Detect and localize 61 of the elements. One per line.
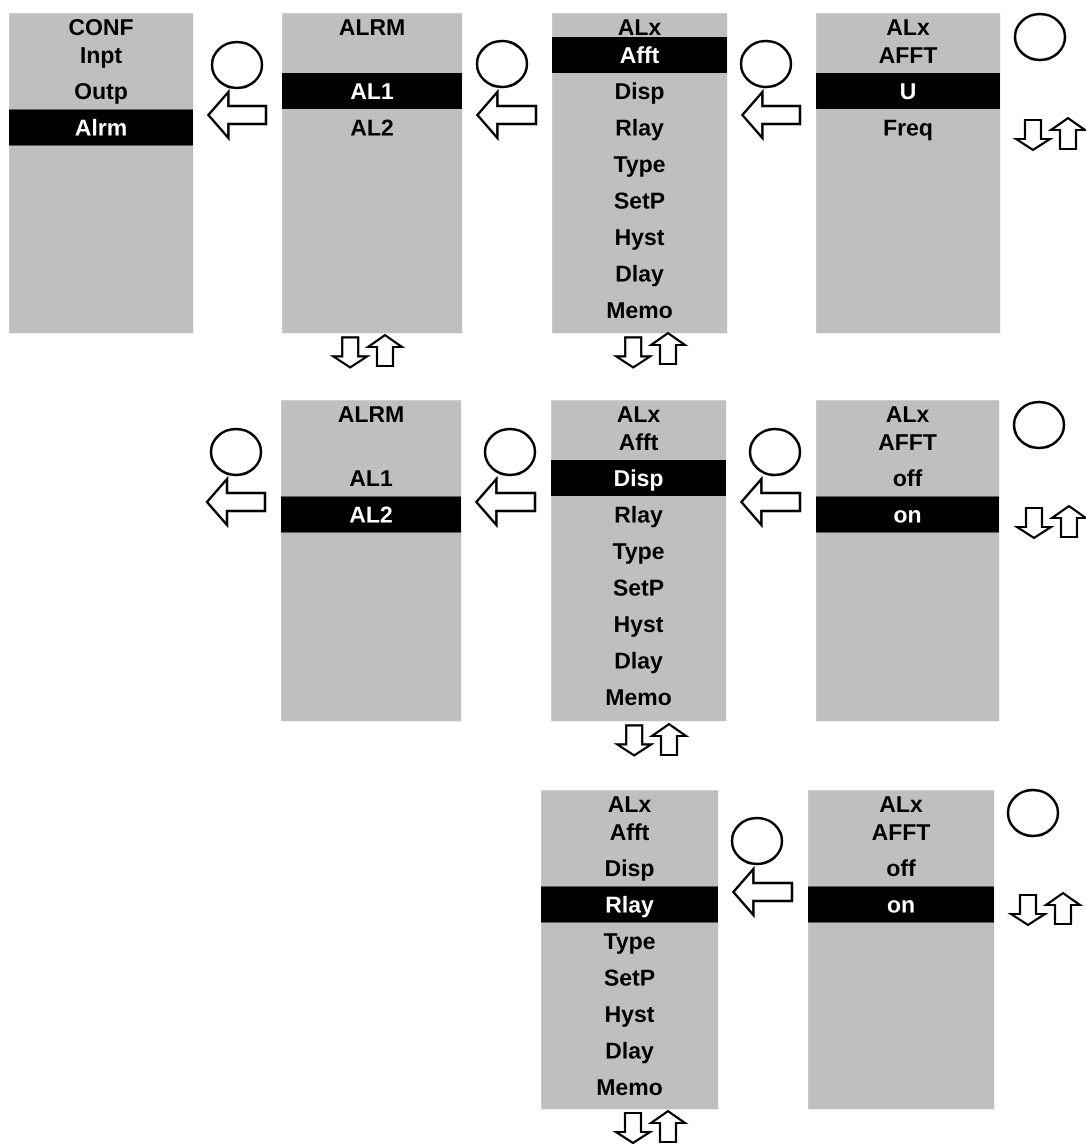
menu-item: CONF bbox=[69, 18, 133, 36]
highlighted-menu-item: Alrm bbox=[9, 109, 193, 146]
menu-item: off bbox=[887, 859, 916, 877]
highlighted-menu-item: Disp bbox=[551, 460, 726, 496]
menu-item: Rlay bbox=[615, 505, 663, 528]
menu-panel bbox=[282, 13, 463, 334]
menu-item: Inpt bbox=[81, 47, 122, 68]
menu-item: Type bbox=[613, 156, 665, 177]
highlighted-menu-item: U bbox=[816, 73, 1000, 109]
menu-item: Outp bbox=[75, 82, 127, 104]
menu-item: AFFT bbox=[878, 434, 937, 450]
highlighted-menu-item: on bbox=[816, 496, 999, 533]
menu-item: Rlay bbox=[616, 118, 664, 141]
highlighted-menu-item: AL2 bbox=[281, 496, 461, 533]
menu-item: ALx bbox=[886, 19, 930, 35]
highlighted-menu-item: Rlay bbox=[541, 886, 718, 923]
menu-panel bbox=[808, 790, 995, 1110]
menu-panel bbox=[816, 13, 1001, 334]
highlighted-menu-item: Afft bbox=[552, 37, 727, 73]
menu-item: Disp bbox=[606, 859, 654, 881]
menu-item: ALRM bbox=[338, 406, 403, 422]
menu-item: Dlay bbox=[606, 1041, 654, 1064]
menu-item: Afft bbox=[619, 433, 658, 451]
menu-item: ALx bbox=[617, 406, 661, 422]
menu-panel bbox=[541, 790, 719, 1110]
menu-item: Dlay bbox=[616, 264, 664, 287]
menu-panel bbox=[551, 400, 727, 722]
menu-panel bbox=[281, 400, 462, 722]
menu-item: Disp bbox=[616, 82, 664, 104]
menu-item: AL2 bbox=[350, 119, 393, 136]
menu-item: Dlay bbox=[615, 651, 663, 674]
menu-item: Type bbox=[603, 933, 655, 954]
menu-item: ALx bbox=[879, 796, 923, 812]
menu-item: Hyst bbox=[616, 229, 665, 250]
menu-item: Hyst bbox=[606, 1006, 655, 1027]
menu-item: Hyst bbox=[615, 616, 664, 637]
menu-item: ALRM bbox=[339, 19, 404, 35]
arrow bbox=[613, 724, 655, 757]
menu-item: off bbox=[893, 469, 923, 487]
menu-panel bbox=[816, 400, 1000, 722]
menu-item: Type bbox=[612, 543, 664, 564]
arrow bbox=[612, 336, 654, 369]
menu-item: SetP bbox=[613, 579, 664, 596]
menu-item: AFFT bbox=[872, 824, 931, 840]
arrow bbox=[329, 336, 371, 369]
menu-item: AFFT bbox=[879, 47, 938, 63]
menu-panel bbox=[9, 13, 194, 334]
menu-item: Memo bbox=[597, 1079, 662, 1096]
menu-item: Memo bbox=[607, 302, 672, 319]
menu-panel bbox=[552, 13, 728, 334]
menu-item: Memo bbox=[606, 689, 671, 706]
menu-item: SetP bbox=[614, 192, 665, 209]
menu-item: ALx bbox=[618, 19, 662, 35]
menu-item: AL1 bbox=[349, 470, 393, 486]
menu-item: Freq bbox=[884, 119, 932, 141]
menu-item: ALx bbox=[608, 796, 652, 812]
menu-item: Afft bbox=[610, 823, 649, 841]
menu-item: ALx bbox=[886, 406, 930, 422]
menu-item: SetP bbox=[604, 969, 655, 986]
highlighted-menu-item: on bbox=[808, 886, 994, 923]
highlighted-menu-item: AL1 bbox=[282, 73, 462, 109]
